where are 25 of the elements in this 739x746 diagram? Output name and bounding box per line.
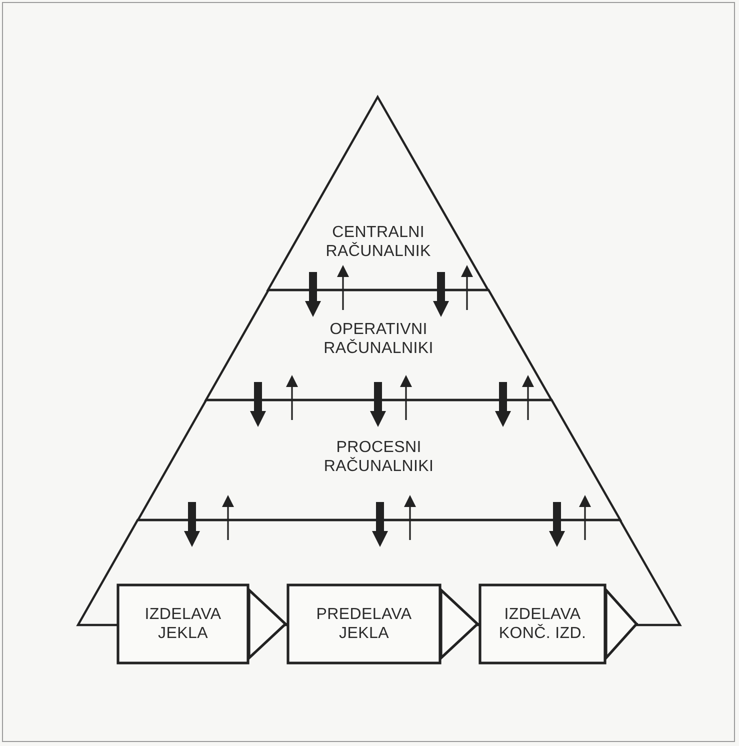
arrow: [579, 495, 591, 540]
arrow: [461, 265, 473, 310]
node-label: IZDELAVA JEKLA: [144, 604, 222, 644]
arrow: [305, 272, 321, 317]
arrow: [250, 382, 266, 427]
arrow: [495, 382, 511, 427]
chevron-arrow: [248, 588, 287, 660]
chevron-arrow: [604, 588, 638, 660]
node-label: PROCESNI RAČUNALNIKI: [322, 438, 435, 476]
arrow: [549, 502, 565, 547]
arrow: [222, 495, 234, 540]
node-label: CENTRALNI RAČUNALNIK: [324, 223, 432, 262]
arrow: [522, 375, 534, 420]
chevron-arrow: [440, 588, 479, 660]
arrow: [184, 502, 200, 547]
arrow: [286, 375, 298, 420]
node-label: PREDELAVA JEKLA: [315, 604, 413, 644]
arrow: [400, 375, 412, 420]
arrow: [372, 502, 388, 547]
node-label: OPERATIVNI RAČUNALNIKI: [322, 320, 434, 358]
arrow: [433, 272, 449, 317]
arrow: [337, 265, 349, 310]
node-label: IZDELAVA KONČ. IZD.: [498, 604, 588, 644]
arrow: [370, 382, 386, 427]
arrow: [404, 495, 416, 540]
